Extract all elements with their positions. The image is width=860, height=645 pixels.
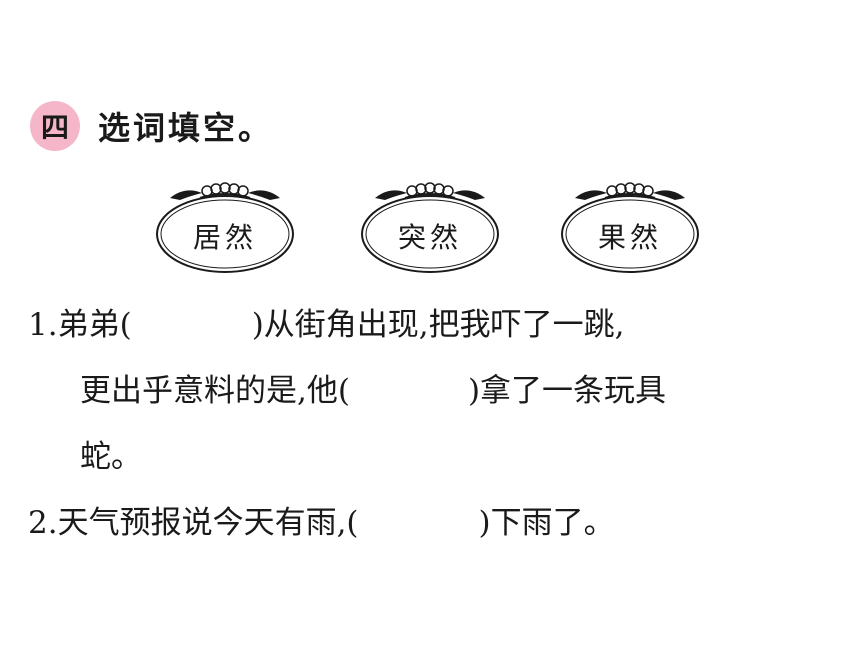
question-text: 弟弟( [57,307,132,343]
section-number-badge: 四 [30,101,80,151]
question-1-line-1: 1.弟弟( )从街角出现,把我吓了一跳, [28,292,838,358]
word-option-1: 居然 [150,178,300,278]
question-text: 天气预报说今天有雨,( [57,505,359,541]
question-number: 1. [28,307,58,343]
question-number: 2. [28,505,58,541]
section-title: 选词填空。 [98,109,274,147]
section-header: 四 选词填空。 [30,98,273,154]
question-text: 更出乎意料的是,他( [80,373,350,409]
ornament-oval-icon [561,182,699,273]
question-1: 1.弟弟( )从街角出现,把我吓了一跳, 更出乎意料的是,他( )拿了一条玩具 蛇。 [28,292,838,490]
ornament-oval-icon [156,182,294,273]
question-2-line-1: 2.天气预报说今天有雨,( )下雨了。 [28,490,838,556]
question-text: 蛇。 [80,439,142,475]
word-option-text: 突然 [397,221,462,254]
question-1-line-3: 蛇。 [28,424,838,490]
word-option-text: 居然 [192,221,257,254]
question-text: )下雨了。 [478,505,615,541]
question-1-line-2: 更出乎意料的是,他( )拿了一条玩具 [28,358,838,424]
word-option-3: 果然 [555,178,705,278]
question-text: )拿了一条玩具 [467,373,667,409]
question-text: )从街角出现,把我吓了一跳, [251,307,625,343]
word-options: 居然 突然 果然 [150,178,710,278]
word-option-text: 果然 [597,221,662,254]
word-option-2: 突然 [355,178,505,278]
question-2: 2.天气预报说今天有雨,( )下雨了。 [28,490,838,556]
ornament-oval-icon [361,182,499,273]
